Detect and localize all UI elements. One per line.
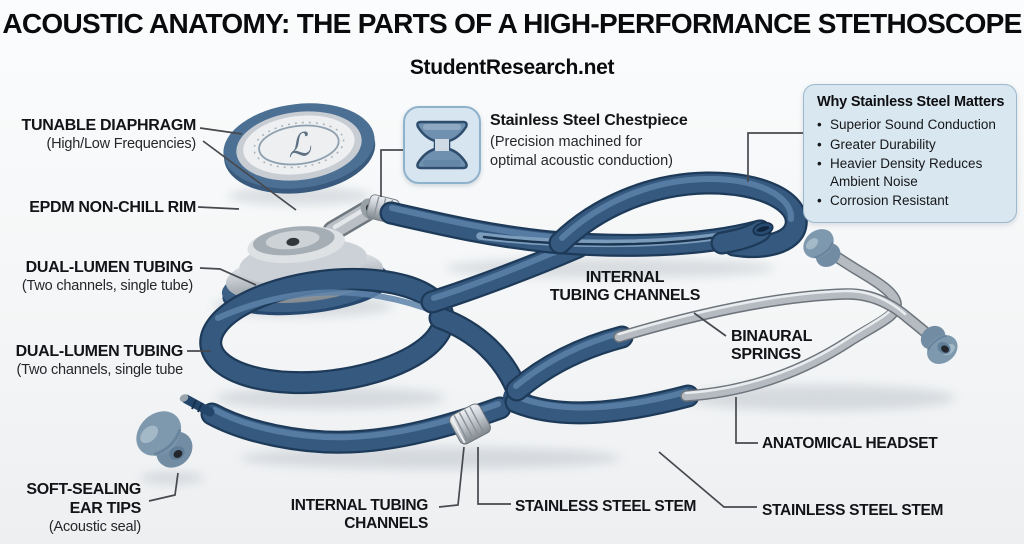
label-text: TUBING CHANNELS [549, 286, 701, 304]
bullet-icon: • [817, 156, 822, 171]
info-box-title: Why Stainless Steel Matters [817, 94, 1005, 110]
label-dual-lumen-top: DUAL-LUMEN TUBING (Two channels, single … [0, 258, 193, 295]
label-subtext: (Two channels, single tube [16, 362, 184, 378]
label-text: TUNABLE DIAPHRAGM [21, 117, 197, 134]
label-text: DUAL-LUMEN TUBING [15, 343, 184, 360]
loose-ear-tip [125, 400, 206, 481]
bullet-icon: • [817, 193, 822, 208]
leader-stem-right [658, 451, 757, 508]
label-stainless-stem-center: STAINLESS STEEL STEM [515, 497, 696, 516]
label-tunable-diaphragm: TUNABLE DIAPHRAGM (High/Low Frequencies) [0, 116, 197, 153]
callout-line: optimal acoustic conduction) [490, 152, 673, 169]
label-internal-channels-mid: INTERNAL TUBING CHANNELS [520, 269, 730, 304]
page-title: ACOUSTIC ANATOMY: THE PARTS OF A HIGH-PE… [2, 8, 1022, 39]
label-subtext: (Two channels, single tube) [21, 278, 193, 294]
leader-tunable-diaphragm [199, 127, 243, 135]
leader-tunable-diaphragm-bell [202, 140, 297, 211]
label-text: EAR TIPS [69, 500, 142, 517]
bullet-text: Corrosion Resistant [830, 193, 949, 208]
label-text: INTERNAL TUBING [290, 497, 429, 514]
label-text: SOFT-SEALING [26, 481, 141, 498]
label-anatomical-headset: ANATOMICAL HEADSET [762, 434, 938, 453]
stem-collar [449, 403, 491, 445]
connector-lines [148, 127, 803, 508]
info-box-stainless-steel: Why Stainless Steel Matters • Superior S… [803, 84, 1017, 223]
label-text: CHANNELS [344, 515, 428, 532]
callout-heading: Stainless Steel Chestpiece [490, 112, 688, 129]
leader-epdm-rim [197, 206, 240, 210]
label-stainless-stem-right: STAINLESS STEEL STEM [762, 501, 943, 520]
leader-dual-lumen-top [199, 267, 257, 286]
label-text: ANATOMICAL HEADSET [762, 435, 938, 452]
ear-tip-right [912, 317, 965, 371]
label-internal-channels-bottom: INTERNAL TUBING CHANNELS [250, 497, 429, 533]
leader-stem-center [477, 447, 511, 505]
leader-ear-tips [148, 472, 179, 502]
leader-binaural-springs [693, 312, 727, 337]
label-text: STAINLESS STEEL STEM [515, 498, 697, 515]
binaural-spring-upper [613, 288, 940, 346]
tubing-to-junction [428, 306, 529, 402]
leader-info-box [747, 132, 803, 182]
label-binaural-springs: BINAURAL SPRINGS [731, 328, 812, 363]
label-dual-lumen-bottom: DUAL-LUMEN TUBING (Two channels, single … [0, 342, 184, 379]
chestpiece-icon-box [403, 106, 481, 184]
info-box-bullet: • Heavier Density Reduces Ambient Noise [817, 155, 1005, 190]
info-box-bullet: • Superior Sound Conduction [817, 116, 1005, 134]
bullet-text: Heavier Density Reduces Ambient Noise [830, 156, 983, 189]
label-subtext: (Acoustic seal) [48, 519, 141, 535]
leader-chestpiece-callout [380, 149, 403, 197]
source-site: StudentResearch.net [409, 56, 615, 79]
bullet-icon: • [817, 117, 822, 132]
label-text: STAINLESS STEEL STEM [762, 502, 944, 519]
chestpiece-icon [416, 120, 468, 170]
bullet-text: Greater Durability [830, 136, 936, 152]
tubing-loop [548, 171, 808, 259]
bullet-icon: • [817, 136, 822, 152]
bullet-text: Superior Sound Conduction [830, 117, 996, 132]
label-text: EPDM NON-CHILL RIM [29, 199, 196, 216]
headset-arm-upper [505, 325, 634, 402]
label-epdm-rim: EPDM NON-CHILL RIM [0, 198, 196, 217]
tube-end-connector [179, 394, 215, 417]
callout-line: (Precision machined for [490, 134, 643, 150]
label-text: INTERNAL [585, 269, 665, 286]
diaphragm-disc: ℒ [223, 103, 376, 194]
info-box-bullet: • Greater Durability [817, 136, 1005, 154]
label-subtext: (High/Low Frequencies) [46, 136, 196, 152]
headset-arm-lower [504, 384, 700, 425]
label-soft-sealing-ear-tips: SOFT-SEALING EAR TIPS (Acoustic seal) [0, 480, 141, 536]
leader-internal-channels-bottom [438, 446, 465, 508]
label-text: DUAL-LUMEN TUBING [25, 259, 194, 276]
info-box-bullet: • Corrosion Resistant [817, 192, 1005, 210]
chestpiece-callout: Stainless Steel Chestpiece (Precision ma… [490, 112, 720, 170]
leader-anatomical-headset [735, 397, 758, 444]
label-text: SPRINGS [731, 345, 801, 363]
tubing-cut-end [710, 219, 774, 255]
label-text: BINAURAL [731, 328, 813, 345]
